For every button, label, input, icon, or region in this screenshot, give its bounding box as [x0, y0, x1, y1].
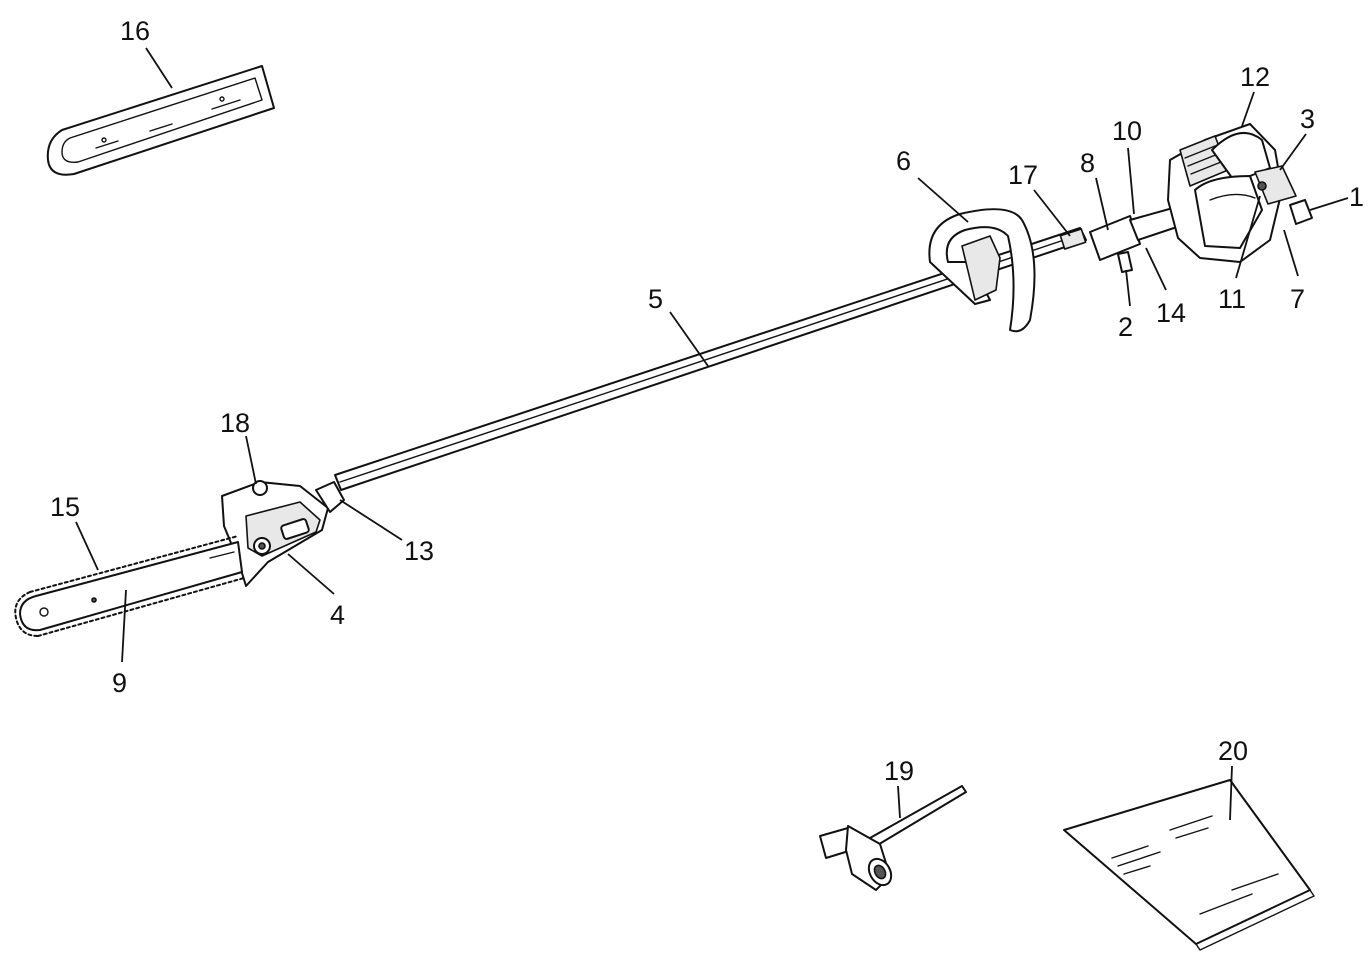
callout-15: 15: [50, 492, 80, 522]
callout-13: 13: [404, 536, 434, 566]
callout-19: 19: [884, 756, 914, 786]
callout-17: 17: [1008, 160, 1038, 190]
callout-14: 14: [1156, 298, 1186, 328]
spark-plug-wrench-drawing: [819, 785, 967, 891]
callout-5: 5: [648, 284, 663, 314]
callout-3: 3: [1300, 104, 1315, 134]
leader-lines: [75, 47, 1349, 821]
callout-6: 6: [896, 146, 911, 176]
callout-16: 16: [120, 16, 150, 46]
gearbox-drawing: [221, 480, 345, 587]
spare-guide-bar-drawing: [46, 65, 275, 176]
callout-4: 4: [330, 600, 345, 630]
guide-bar-and-chain-drawing: [14, 535, 245, 637]
d-handle-drawing: [928, 208, 1036, 333]
callout-labels: 16 5 6 17 8 10 2 14 12 3 1 7 11 18 15 13…: [50, 16, 1364, 786]
callout-12: 12: [1240, 62, 1270, 92]
callout-1: 1: [1349, 182, 1364, 212]
callout-18: 18: [220, 408, 250, 438]
callout-7: 7: [1290, 284, 1305, 314]
engine-drawing: [1167, 123, 1313, 263]
callout-8: 8: [1080, 148, 1095, 178]
callout-20: 20: [1218, 736, 1248, 766]
callout-10: 10: [1112, 116, 1142, 146]
callout-9: 9: [112, 668, 127, 698]
operators-manual-drawing: [1063, 779, 1315, 951]
callout-11: 11: [1218, 284, 1246, 314]
callout-2: 2: [1118, 312, 1133, 342]
